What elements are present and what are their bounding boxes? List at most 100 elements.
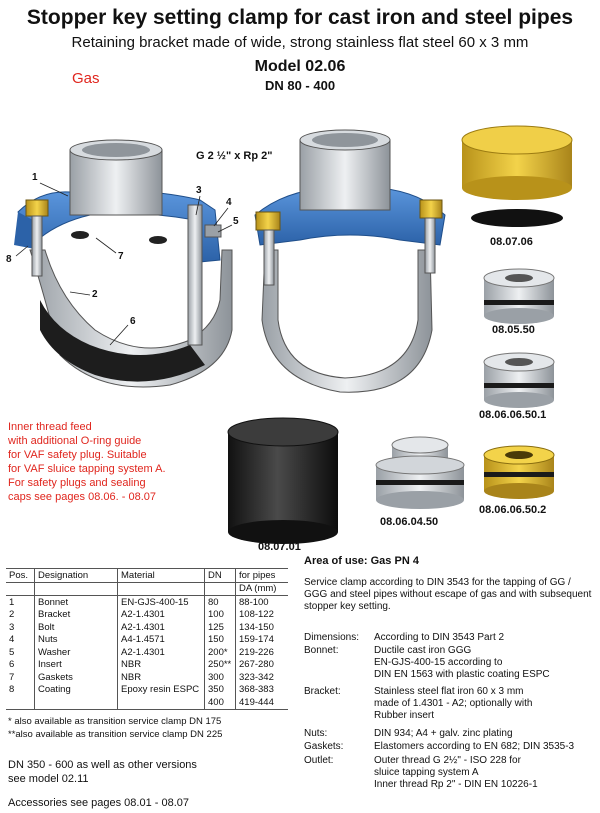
note-line: for VAF safety plug. Suitable <box>8 449 147 461</box>
table-cell: EN-GJS-400-15 <box>117 595 205 609</box>
table-cell: 134-150 <box>235 621 288 634</box>
thread-label: G 2 ½" x Rp 2" <box>196 150 273 162</box>
parts-table: Pos. Designation Material DN for pipes D… <box>6 568 288 710</box>
dn-range: DN 80 - 400 <box>264 78 336 93</box>
area-of-use: Area of use: Gas PN 4 <box>304 555 419 567</box>
table-subheader-row: DA (mm) <box>6 582 288 596</box>
column-header: DN <box>204 568 236 583</box>
note-line: caps see pages 08.06. - 08.07 <box>8 491 156 503</box>
callout-8: 8 <box>6 254 12 265</box>
accessory-code: 08.07.06 <box>490 236 533 248</box>
table-cell: Insert <box>34 658 118 671</box>
table-cell <box>6 696 35 710</box>
accessory-plug-1-drawing <box>483 268 555 324</box>
accessory-plug-2-drawing <box>483 352 555 408</box>
spec-label: Bonnet: <box>304 645 339 656</box>
accessory-plug-3-drawing <box>483 445 555 499</box>
table-cell: Epoxy resin ESPC <box>117 683 205 696</box>
table-cell: 125 <box>204 621 236 634</box>
note-line: with additional O-ring guide <box>8 435 142 447</box>
column-header: Designation <box>34 568 118 583</box>
table-cell: Gaskets <box>34 671 118 684</box>
table-cell: 400 <box>204 696 236 710</box>
bottom-note: DN 350 - 600 as well as other versions <box>8 759 197 771</box>
callout-3: 3 <box>196 185 202 196</box>
medium-label: Gas <box>72 70 100 87</box>
note-line: For safety plugs and sealing <box>8 477 146 489</box>
table-cell: 108-122 <box>235 608 288 621</box>
spec-label: Gaskets: <box>304 741 344 752</box>
model-number: Model 02.06 <box>254 58 346 75</box>
product-illustration <box>14 125 573 544</box>
table-cell <box>117 696 205 710</box>
table-cell: Washer <box>34 646 118 659</box>
callout-1: 1 <box>32 172 38 183</box>
accessory-code: 08.05.50 <box>492 324 535 336</box>
table-cell: 5 <box>9 646 15 658</box>
table-cell: 2 <box>9 609 15 621</box>
spec-description: Service clamp according to DIN 3543 for … <box>304 577 592 612</box>
table-cell: 150 <box>204 633 236 646</box>
accessory-sleeve-drawing <box>227 417 339 544</box>
column-header: for pipes <box>235 568 288 583</box>
table-cell: 88-100 <box>235 595 288 609</box>
spec-value: Stainless steel flat iron 60 x 3 mm <box>374 686 524 697</box>
table-cell: 4 <box>9 634 15 646</box>
table-cell: 6 <box>9 659 15 671</box>
table-cell: 300 <box>204 671 236 684</box>
callout-7: 7 <box>118 251 124 262</box>
table-cell: 267-280 <box>235 658 288 671</box>
table-footnote: * also available as transition service c… <box>8 716 222 727</box>
spec-value: DIN 934; A4 + galv. zinc plating <box>374 728 513 739</box>
column-subheader: DA (mm) <box>235 582 288 596</box>
clamp-assembled-drawing <box>254 129 446 393</box>
spec-value: Elastomers according to EN 682; DIN 3535… <box>374 741 575 752</box>
table-cell: 350 <box>204 683 236 696</box>
table-cell: NBR <box>117 658 205 671</box>
accessory-code: 08.06.06.50.1 <box>479 409 547 421</box>
table-cell: 8 <box>9 684 15 696</box>
table-cell: 250** <box>204 658 236 671</box>
note-line: for VAF sluice tapping system A. <box>8 463 166 475</box>
spec-value: According to DIN 3543 Part 2 <box>374 632 505 643</box>
accessory-plug-4-drawing <box>375 436 465 509</box>
callout-6: 6 <box>130 316 136 327</box>
table-cell: A2-1.4301 <box>117 608 205 621</box>
clamp-cutaway-drawing <box>14 139 233 388</box>
column-header: Pos. <box>6 568 35 583</box>
page-subtitle: Retaining bracket made of wide, strong s… <box>71 34 529 51</box>
spec-value: Ductile cast iron GGG <box>374 645 472 656</box>
table-cell: Bonnet <box>34 595 118 609</box>
spec-value: sluice tapping system A <box>374 767 479 778</box>
table-cell: 100 <box>204 608 236 621</box>
accessory-code: 08.07.01 <box>258 541 301 553</box>
table-cell: A4-1.4571 <box>117 633 205 646</box>
spec-label: Nuts: <box>304 728 328 739</box>
table-cell: 323-342 <box>235 671 288 684</box>
table-cell: 219-226 <box>235 646 288 659</box>
table-header-row: Pos. Designation Material DN for pipes <box>6 568 288 583</box>
table-cell: A2-1.4301 <box>117 646 205 659</box>
table-cell: 419-444 <box>235 696 288 710</box>
table-cell <box>34 696 118 710</box>
accessory-code: 08.06.06.50.2 <box>479 504 547 516</box>
table-cell: 3 <box>9 621 15 633</box>
table-cell: Bracket <box>34 608 118 621</box>
table-footnote: **also available as transition service c… <box>8 729 223 740</box>
spec-value: Inner thread Rp 2" - DIN EN 10226-1 <box>374 779 538 790</box>
column-header: Material <box>117 568 205 583</box>
table-cell: A2-1.4301 <box>117 621 205 634</box>
bottom-note: see model 02.11 <box>8 773 89 785</box>
table-cell: NBR <box>117 671 205 684</box>
spec-value: Rubber insert <box>374 710 435 721</box>
spec-value: EN-GJS-400-15 according to <box>374 657 503 668</box>
callout-2: 2 <box>92 289 98 300</box>
spec-value: Outer thread G 2½" - ISO 228 for <box>374 755 521 766</box>
